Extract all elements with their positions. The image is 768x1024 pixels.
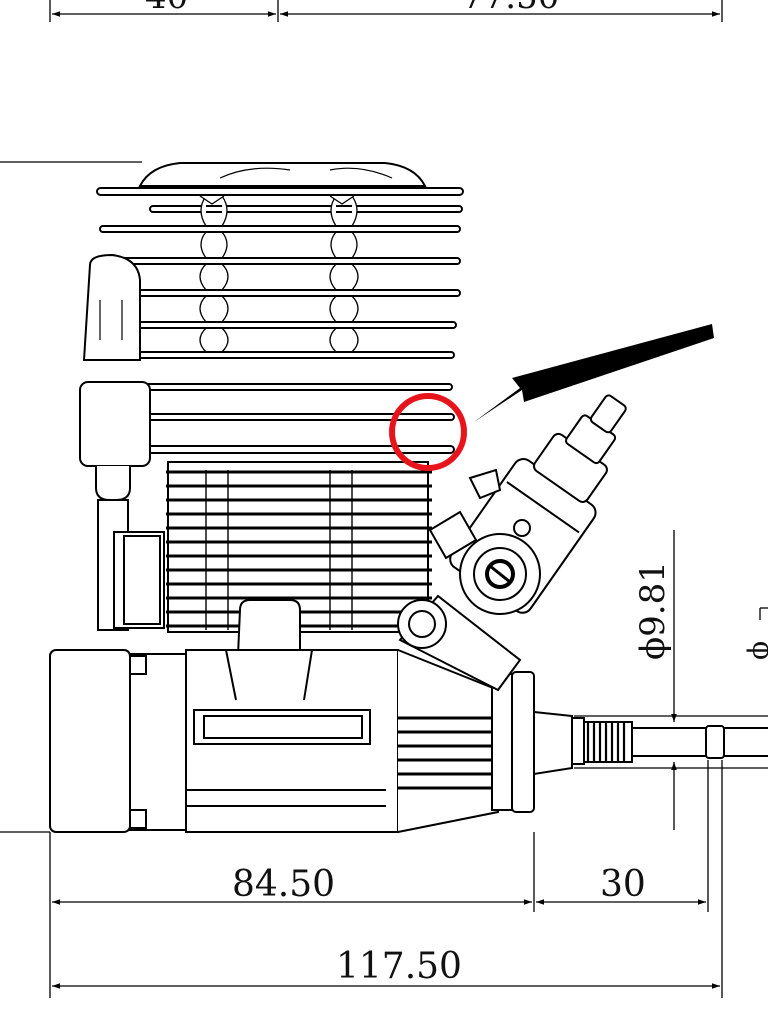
dim-label-top-right: 77.50 <box>462 0 559 17</box>
crankshaft <box>631 725 768 759</box>
side-tube <box>79 253 151 631</box>
crankcase <box>49 649 499 833</box>
bottom-dimension-lines <box>52 899 720 989</box>
front-housing <box>491 671 633 813</box>
callout-arrow <box>474 324 714 422</box>
dim-label-top-left: 40 <box>145 0 188 17</box>
crankshaft-thread <box>586 722 626 762</box>
top-dimension-line <box>49 0 723 22</box>
shaft-diameter-dimension <box>574 530 768 830</box>
carburetor <box>397 394 627 692</box>
barrel-side-boss <box>113 531 165 629</box>
dim-label-overall-length: 117.50 <box>336 946 462 987</box>
front-housing-fins <box>398 716 492 790</box>
dim-label-right-edge: ϕ <box>742 641 768 660</box>
callout-red-circle <box>389 393 467 471</box>
dim-label-shaft-length: 30 <box>600 864 646 905</box>
cylinder-head <box>96 162 464 454</box>
left-extension-lines <box>0 161 723 998</box>
dim-label-shaft-diameter: ϕ9.81 <box>633 561 673 660</box>
dim-label-width-body: 84.50 <box>232 864 335 905</box>
